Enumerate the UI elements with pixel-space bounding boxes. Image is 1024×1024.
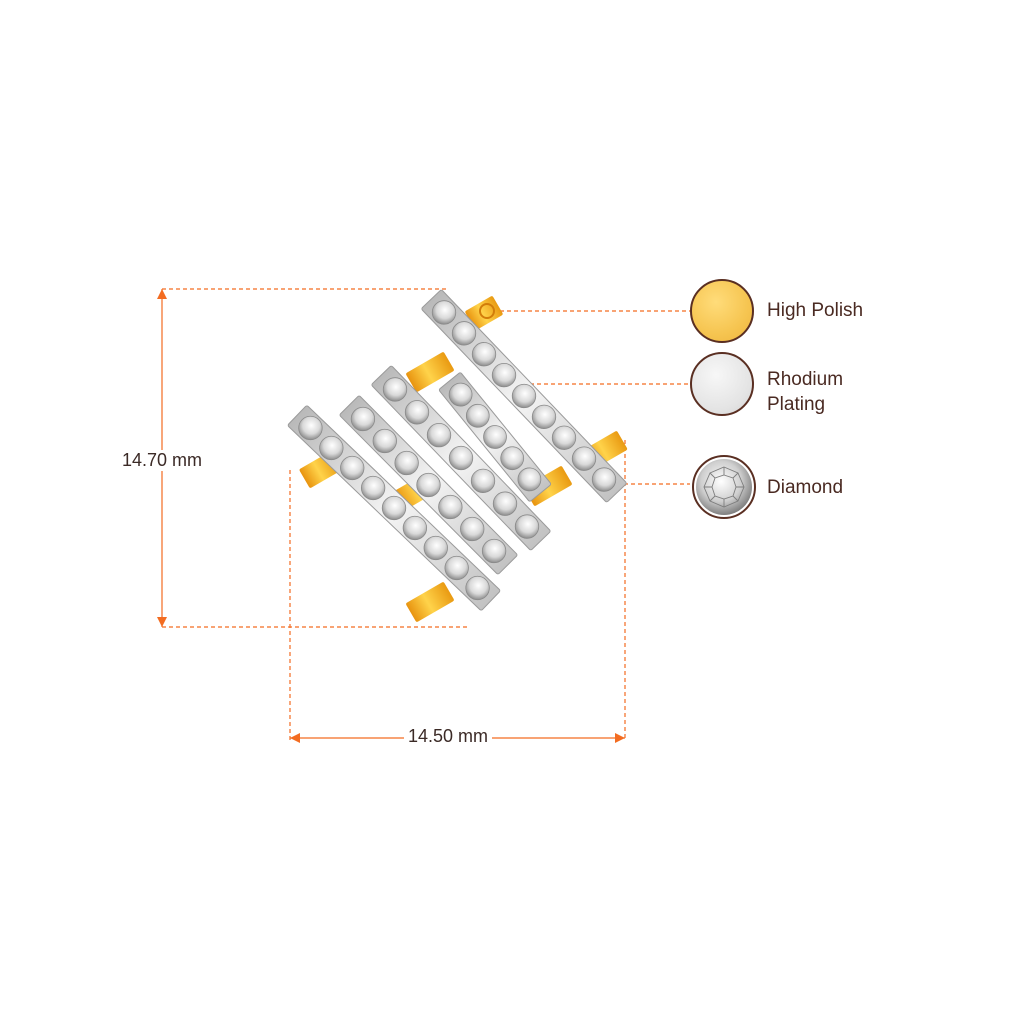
diamond-stone — [340, 455, 365, 481]
diamond-stone — [500, 446, 525, 471]
legend-text: Rhodium — [767, 369, 844, 390]
diamond-stone — [531, 404, 557, 430]
rhodium-swatch — [690, 352, 754, 416]
diamond-stone — [448, 445, 474, 471]
dimension-lines — [161, 288, 690, 740]
diamond-stone — [571, 446, 597, 471]
diamond-bar — [421, 289, 627, 503]
legend-text: High Polish — [767, 300, 864, 321]
diamond-bar — [287, 405, 501, 611]
diamond-stone — [350, 406, 376, 432]
gold-polish-swatch — [690, 279, 754, 343]
diamond-stone — [423, 535, 448, 561]
diamond-stone — [382, 377, 408, 402]
diamond-stone — [298, 415, 323, 441]
diamond-bars — [287, 289, 627, 611]
height-dimension-label: 14.70 mm — [118, 450, 207, 471]
diamond-stone — [471, 342, 497, 367]
legend-label-high-polish: High Polish — [767, 298, 863, 323]
diamond-stone — [431, 300, 457, 325]
diamond-stone — [591, 467, 617, 492]
diamond-stone — [465, 403, 490, 428]
diamond-stone — [381, 495, 407, 521]
width-dimension-label: 14.50 mm — [404, 726, 493, 747]
diamond-stone — [444, 555, 469, 581]
legend-text: Diamond — [767, 477, 844, 498]
legend-label-rhodium: Rhodium Plating — [767, 367, 843, 417]
diamond-stone — [517, 467, 542, 492]
diamond-stone — [319, 435, 344, 461]
diamond-stone — [511, 383, 537, 409]
diamond-stone — [460, 516, 485, 542]
diamond-stone — [465, 575, 490, 601]
diamond-stone — [451, 321, 477, 346]
diamond-bar — [339, 395, 518, 575]
dimension-arrows — [157, 289, 625, 743]
diamond-stone — [416, 472, 441, 498]
diamond-stone — [426, 422, 452, 448]
diamond-stone — [470, 468, 496, 494]
diamond-bar — [371, 365, 551, 551]
diamond-bar — [438, 372, 552, 502]
diamond-stone — [404, 400, 430, 425]
diamond-stone — [438, 494, 463, 520]
diamond-stone — [551, 425, 577, 450]
diamond-stone — [372, 428, 397, 454]
diamond-stone — [481, 538, 507, 564]
diamond-stone — [360, 475, 386, 501]
diamond-swatch — [692, 455, 756, 519]
diamond-stone — [483, 425, 507, 449]
diamond-icon — [696, 459, 752, 515]
diamond-stone — [492, 491, 518, 516]
diamond-stone — [491, 362, 517, 388]
diamond-stone — [402, 515, 428, 541]
legend-text: Plating — [767, 394, 826, 415]
diamond-stone — [448, 382, 473, 407]
diamond-stone — [514, 514, 540, 539]
legend-label-diamond: Diamond — [767, 475, 843, 500]
diamond-stone — [394, 450, 419, 476]
